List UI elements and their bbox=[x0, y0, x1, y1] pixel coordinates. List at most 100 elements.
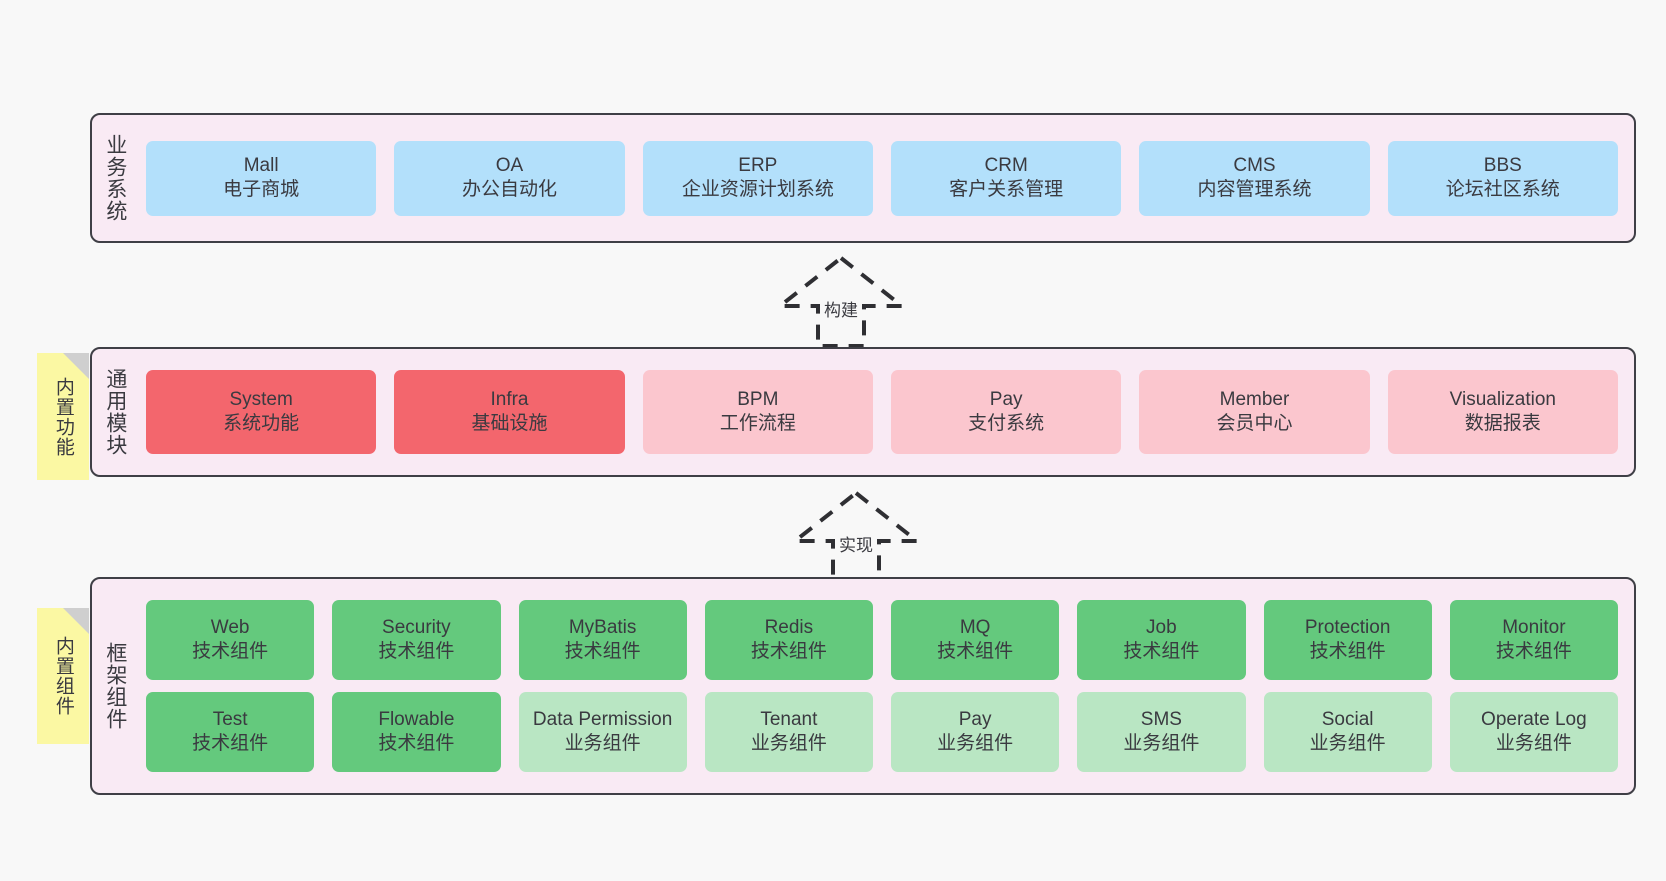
connector-build: 构建 bbox=[756, 252, 926, 348]
section-business-systems: 业务系统 Mall 电子商城 OA 办公自动化 ERP 企业资源计划系统 CRM bbox=[90, 113, 1636, 243]
card-title: Test bbox=[212, 708, 248, 730]
card-subtitle: 企业资源计划系统 bbox=[681, 179, 834, 200]
card-protection[interactable]: Protection 技术组件 bbox=[1263, 600, 1432, 680]
card-title: Infra bbox=[490, 388, 529, 410]
card-subtitle: 数据报表 bbox=[1464, 413, 1541, 434]
section-framework-components: 框架组件 Web 技术组件 Security 技术组件 MyBatis 技术组件… bbox=[90, 577, 1636, 795]
card-tenant[interactable]: Tenant 业务组件 bbox=[704, 692, 873, 772]
card-title: BBS bbox=[1483, 154, 1522, 176]
section-label-general-modules: 通用模块 bbox=[103, 368, 127, 456]
card-title: BPM bbox=[737, 388, 779, 410]
card-title: Operate Log bbox=[1481, 708, 1587, 730]
card-subtitle: 技术组件 bbox=[192, 733, 269, 754]
card-subtitle: 内容管理系统 bbox=[1197, 179, 1312, 200]
card-mybatis[interactable]: MyBatis 技术组件 bbox=[518, 600, 687, 680]
card-subtitle: 技术组件 bbox=[937, 641, 1014, 662]
card-erp[interactable]: ERP 企业资源计划系统 bbox=[642, 140, 873, 216]
card-subtitle: 业务组件 bbox=[1495, 733, 1572, 754]
card-row-framework-tech: Web 技术组件 Security 技术组件 MyBatis 技术组件 Redi… bbox=[146, 600, 1618, 680]
card-visualization[interactable]: Visualization 数据报表 bbox=[1387, 370, 1618, 454]
card-title: MyBatis bbox=[568, 616, 637, 638]
card-subtitle: 技术组件 bbox=[378, 733, 455, 754]
card-title: Data Permission bbox=[532, 708, 673, 730]
card-subtitle: 电子商城 bbox=[223, 179, 300, 200]
card-security[interactable]: Security 技术组件 bbox=[332, 600, 501, 680]
card-crm[interactable]: CRM 客户关系管理 bbox=[890, 140, 1122, 216]
card-title: CRM bbox=[984, 154, 1028, 176]
card-subtitle: 技术组件 bbox=[1309, 641, 1386, 662]
card-title: Redis bbox=[764, 616, 814, 638]
section-general-modules: 通用模块 System 系统功能 Infra 基础设施 BPM 工作流程 Pay bbox=[90, 347, 1636, 477]
card-title: Pay bbox=[958, 708, 992, 730]
card-title: Flowable bbox=[378, 708, 455, 730]
card-bbs[interactable]: BBS 论坛社区系统 bbox=[1387, 140, 1618, 216]
card-row-framework-business: Test 技术组件 Flowable 技术组件 Data Permission … bbox=[146, 692, 1618, 772]
card-oa[interactable]: OA 办公自动化 bbox=[394, 140, 625, 216]
card-pay-component[interactable]: Pay 业务组件 bbox=[891, 692, 1060, 772]
page-fold-icon bbox=[63, 353, 89, 379]
sticky-note-label: 内置组件 bbox=[52, 636, 74, 716]
card-cms[interactable]: CMS 内容管理系统 bbox=[1139, 140, 1370, 216]
card-title: Pay bbox=[989, 388, 1023, 410]
card-subtitle: 技术组件 bbox=[378, 641, 455, 662]
card-title: OA bbox=[495, 154, 524, 176]
card-subtitle: 论坛社区系统 bbox=[1445, 179, 1560, 200]
card-mq[interactable]: MQ 技术组件 bbox=[891, 600, 1060, 680]
card-subtitle: 业务组件 bbox=[1309, 733, 1386, 754]
card-title: Protection bbox=[1304, 616, 1391, 638]
card-title: Mall bbox=[243, 154, 279, 176]
connector-implement: 实现 bbox=[771, 487, 941, 583]
card-subtitle: 技术组件 bbox=[750, 641, 827, 662]
card-title: Monitor bbox=[1502, 616, 1566, 638]
card-title: SMS bbox=[1140, 708, 1182, 730]
card-row-business: Mall 电子商城 OA 办公自动化 ERP 企业资源计划系统 CRM 客户关系… bbox=[146, 140, 1618, 216]
card-subtitle: 业务组件 bbox=[564, 733, 641, 754]
card-subtitle: 基础设施 bbox=[471, 413, 548, 434]
card-member[interactable]: Member 会员中心 bbox=[1139, 370, 1370, 454]
card-test[interactable]: Test 技术组件 bbox=[146, 692, 315, 772]
card-title: Social bbox=[1321, 708, 1374, 730]
generalization-arrow-icon bbox=[789, 490, 923, 583]
card-subtitle: 系统功能 bbox=[223, 413, 300, 434]
card-subtitle: 办公自动化 bbox=[461, 179, 557, 200]
card-subtitle: 会员中心 bbox=[1216, 413, 1293, 434]
card-pay-module[interactable]: Pay 支付系统 bbox=[890, 370, 1122, 454]
card-bpm[interactable]: BPM 工作流程 bbox=[642, 370, 873, 454]
card-title: Visualization bbox=[1449, 388, 1556, 410]
card-title: ERP bbox=[738, 154, 778, 176]
card-subtitle: 技术组件 bbox=[1495, 641, 1572, 662]
generalization-arrow-icon bbox=[774, 255, 908, 348]
card-subtitle: 工作流程 bbox=[719, 413, 796, 434]
card-web[interactable]: Web 技术组件 bbox=[146, 600, 315, 680]
card-subtitle: 业务组件 bbox=[750, 733, 827, 754]
card-operate-log[interactable]: Operate Log 业务组件 bbox=[1449, 692, 1618, 772]
section-body-general-modules: System 系统功能 Infra 基础设施 BPM 工作流程 Pay 支付系统… bbox=[138, 349, 1634, 475]
sticky-note-builtin-features: 内置功能 bbox=[37, 353, 89, 480]
section-body-business-systems: Mall 电子商城 OA 办公自动化 ERP 企业资源计划系统 CRM 客户关系… bbox=[138, 115, 1634, 241]
page-fold-icon bbox=[63, 608, 89, 634]
section-label-business-systems: 业务系统 bbox=[103, 134, 127, 222]
card-sms[interactable]: SMS 业务组件 bbox=[1077, 692, 1246, 772]
sticky-note-label: 内置功能 bbox=[52, 376, 74, 457]
card-flowable[interactable]: Flowable 技术组件 bbox=[332, 692, 501, 772]
card-subtitle: 技术组件 bbox=[192, 641, 269, 662]
card-title: System bbox=[229, 388, 293, 410]
card-subtitle: 业务组件 bbox=[1123, 733, 1200, 754]
card-title: Security bbox=[382, 616, 451, 638]
card-subtitle: 技术组件 bbox=[564, 641, 641, 662]
card-social[interactable]: Social 业务组件 bbox=[1263, 692, 1432, 772]
card-mall[interactable]: Mall 电子商城 bbox=[146, 140, 377, 216]
card-subtitle: 支付系统 bbox=[968, 413, 1045, 434]
card-subtitle: 客户关系管理 bbox=[949, 179, 1064, 200]
card-monitor[interactable]: Monitor 技术组件 bbox=[1449, 600, 1618, 680]
card-redis[interactable]: Redis 技术组件 bbox=[704, 600, 873, 680]
card-data-permission[interactable]: Data Permission 业务组件 bbox=[518, 692, 687, 772]
card-system[interactable]: System 系统功能 bbox=[146, 370, 377, 454]
card-subtitle: 技术组件 bbox=[1123, 641, 1200, 662]
card-title: Member bbox=[1219, 388, 1290, 410]
card-infra[interactable]: Infra 基础设施 bbox=[394, 370, 625, 454]
card-subtitle: 业务组件 bbox=[937, 733, 1014, 754]
card-job[interactable]: Job 技术组件 bbox=[1077, 600, 1246, 680]
section-label-framework-components: 框架组件 bbox=[103, 642, 127, 730]
